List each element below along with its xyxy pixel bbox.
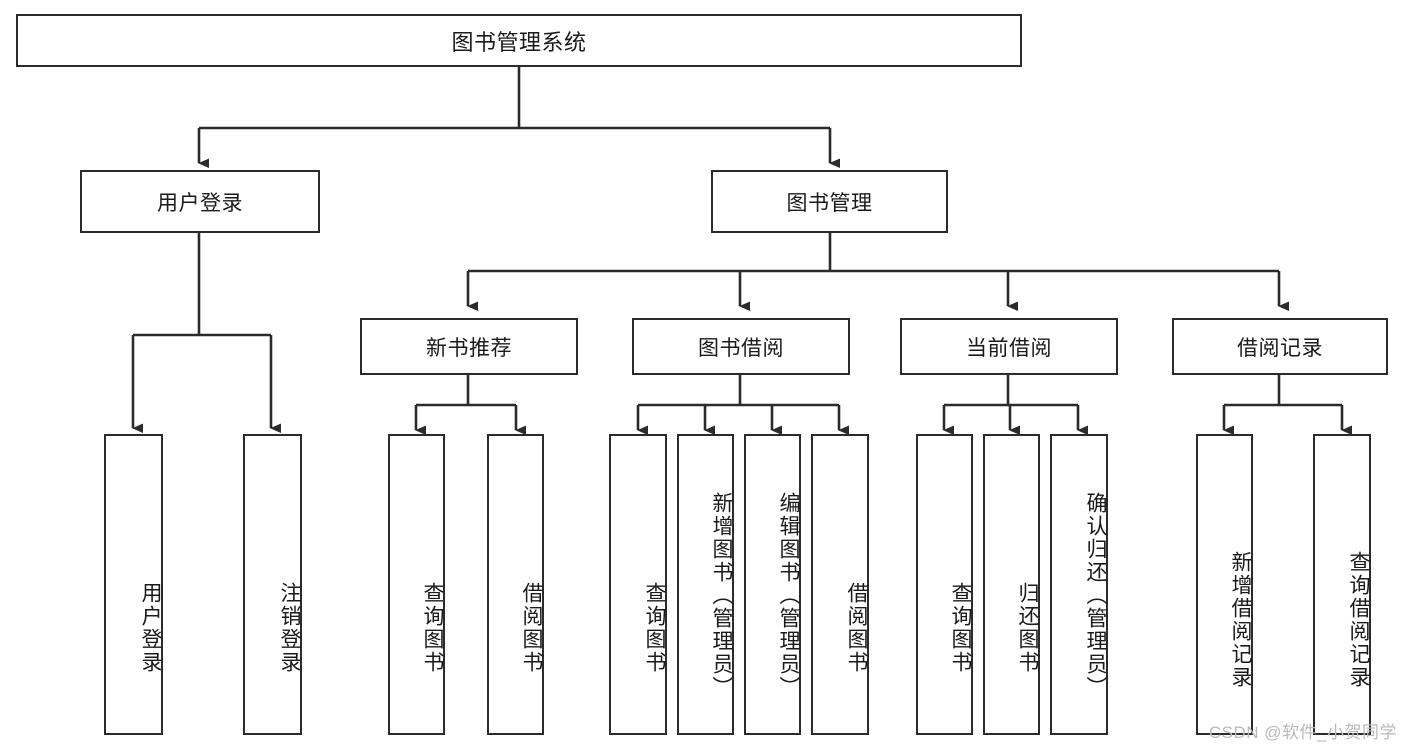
leaf-query-book-1[interactable]: 查询图书 — [388, 434, 445, 735]
leaf-return-book-label: 归还图书 — [1016, 581, 1039, 674]
leaf-add-book-admin[interactable]: 新增图书（管理员） — [677, 434, 734, 735]
leaf-borrow-book-1[interactable]: 借阅图书 — [487, 434, 544, 735]
leaf-edit-book-admin-label: 编辑图书（管理员） — [777, 492, 800, 699]
node-user-login[interactable]: 用户登录 — [80, 170, 320, 233]
watermark: CSDN @软件_小贺同学 — [1208, 723, 1397, 742]
node-root-label: 图书管理系统 — [451, 29, 587, 55]
leaf-user-login[interactable]: 用户登录 — [104, 434, 163, 735]
leaf-borrow-book-2-label: 借阅图书 — [845, 581, 868, 674]
leaf-user-login-label: 用户登录 — [139, 581, 162, 674]
leaf-edit-book-admin[interactable]: 编辑图书（管理员） — [744, 434, 801, 735]
leaf-query-book-3[interactable]: 查询图书 — [916, 434, 973, 735]
leaf-query-book-2[interactable]: 查询图书 — [609, 434, 667, 735]
node-book-borrow[interactable]: 图书借阅 — [632, 318, 850, 375]
node-user-login-label: 用户登录 — [157, 191, 243, 215]
leaf-query-book-3-label: 查询图书 — [949, 581, 972, 674]
leaf-add-book-admin-label: 新增图书（管理员） — [710, 492, 733, 699]
node-borrow-records[interactable]: 借阅记录 — [1172, 318, 1388, 375]
leaf-confirm-return-admin[interactable]: 确认归还（管理员） — [1050, 434, 1108, 735]
node-book-borrow-label: 图书借阅 — [698, 336, 784, 360]
node-current-borrow-label: 当前借阅 — [966, 336, 1052, 360]
node-new-book-recommend[interactable]: 新书推荐 — [360, 318, 578, 375]
node-borrow-records-label: 借阅记录 — [1237, 336, 1323, 360]
leaf-confirm-return-admin-label: 确认归还（管理员） — [1084, 492, 1107, 699]
leaf-query-borrow-record[interactable]: 查询借阅记录 — [1313, 434, 1371, 735]
leaf-logout-label: 注销登录 — [278, 581, 301, 674]
node-book-management[interactable]: 图书管理 — [711, 170, 948, 233]
leaf-add-borrow-record[interactable]: 新增借阅记录 — [1196, 434, 1253, 735]
node-current-borrow[interactable]: 当前借阅 — [900, 318, 1118, 375]
node-new-book-recommend-label: 新书推荐 — [426, 336, 512, 360]
leaf-add-borrow-record-label: 新增借阅记录 — [1229, 550, 1252, 689]
leaf-query-book-1-label: 查询图书 — [421, 581, 444, 674]
leaf-borrow-book-2[interactable]: 借阅图书 — [811, 434, 869, 735]
node-root[interactable]: 图书管理系统 — [16, 14, 1022, 67]
leaf-borrow-book-1-label: 借阅图书 — [520, 581, 543, 674]
leaf-logout[interactable]: 注销登录 — [243, 434, 302, 735]
leaf-query-book-2-label: 查询图书 — [643, 581, 666, 674]
node-book-management-label: 图书管理 — [786, 191, 873, 215]
leaf-query-borrow-record-label: 查询借阅记录 — [1347, 550, 1370, 689]
leaf-return-book[interactable]: 归还图书 — [983, 434, 1040, 735]
